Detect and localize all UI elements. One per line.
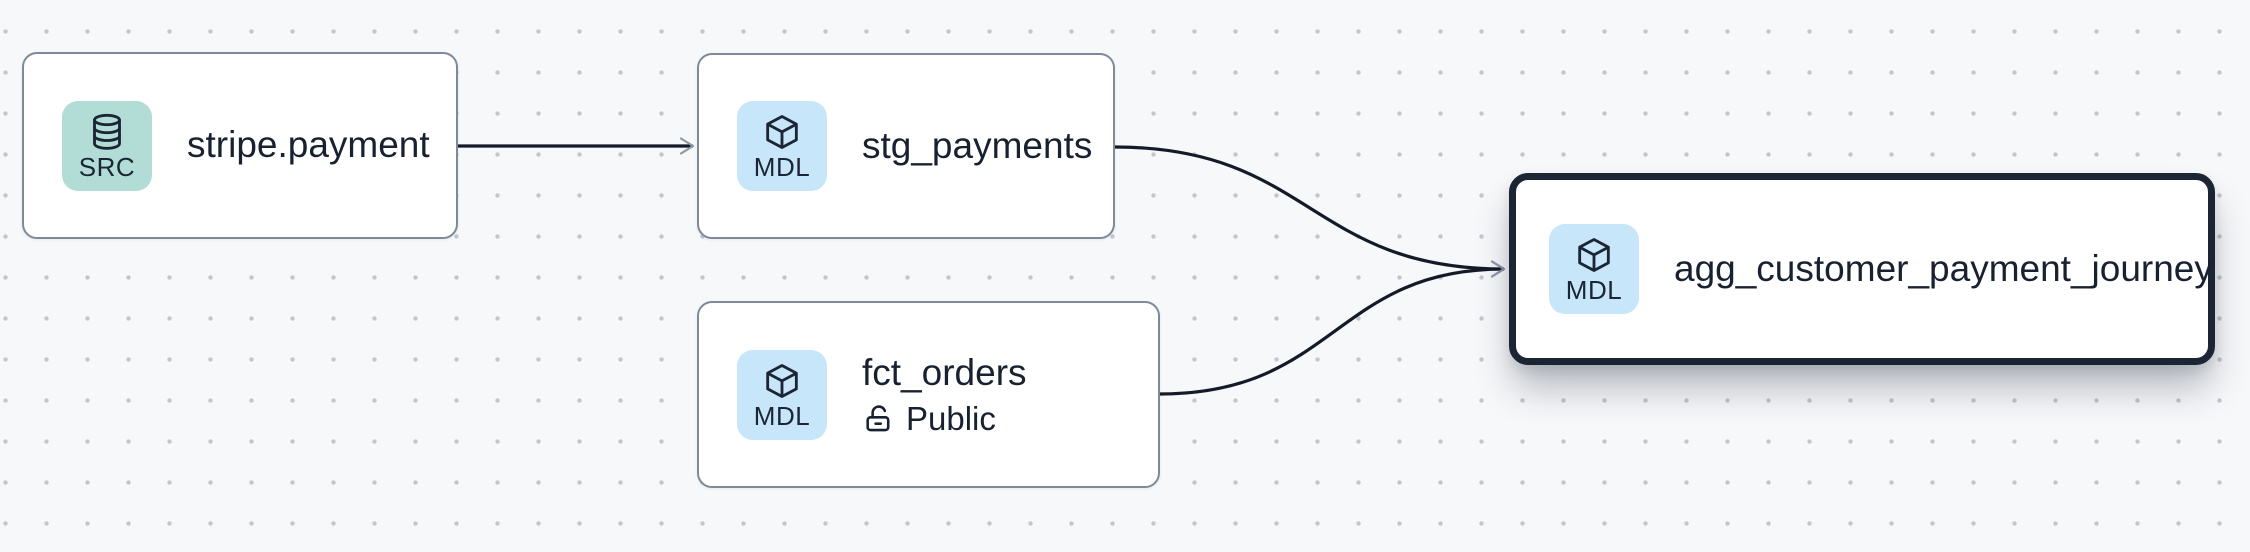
access-level: Public — [862, 399, 1027, 437]
badge-label: SRC — [78, 151, 136, 182]
badge-label: MDL — [1565, 275, 1623, 305]
database-icon — [93, 113, 121, 150]
cube-icon — [766, 363, 798, 398]
lineage-node-fct-orders[interactable]: MDL fct_orders Public — [697, 301, 1160, 488]
lineage-node-stg-payments[interactable]: MDL stg_payments — [697, 53, 1115, 239]
model-type-badge: MDL — [1549, 224, 1639, 314]
lineage-node-stripe-payment[interactable]: SRC stripe.payment — [22, 52, 458, 239]
cube-icon — [766, 115, 798, 149]
badge-label: MDL — [753, 152, 811, 182]
node-title: stripe.payment — [187, 124, 430, 166]
model-type-badge: MDL — [737, 101, 827, 191]
access-label: Public — [906, 399, 996, 437]
edge-fct-orders-to-agg-customer-payment-journey[interactable] — [1159, 260, 1506, 396]
lineage-node-agg-customer-payment-journey[interactable]: MDL agg_customer_payment_journey — [1509, 173, 2215, 365]
badge-label: MDL — [753, 400, 811, 431]
node-title: agg_customer_payment_journey — [1674, 247, 2213, 289]
source-type-badge: SRC — [62, 100, 152, 191]
model-type-badge: MDL — [737, 349, 827, 440]
unlock-icon — [866, 405, 890, 432]
node-title: fct_orders — [862, 352, 1027, 394]
cube-icon — [1578, 238, 1610, 272]
edge-stg-payments-to-agg-customer-payment-journey[interactable] — [1114, 145, 1506, 278]
node-title: stg_payments — [862, 124, 1093, 166]
